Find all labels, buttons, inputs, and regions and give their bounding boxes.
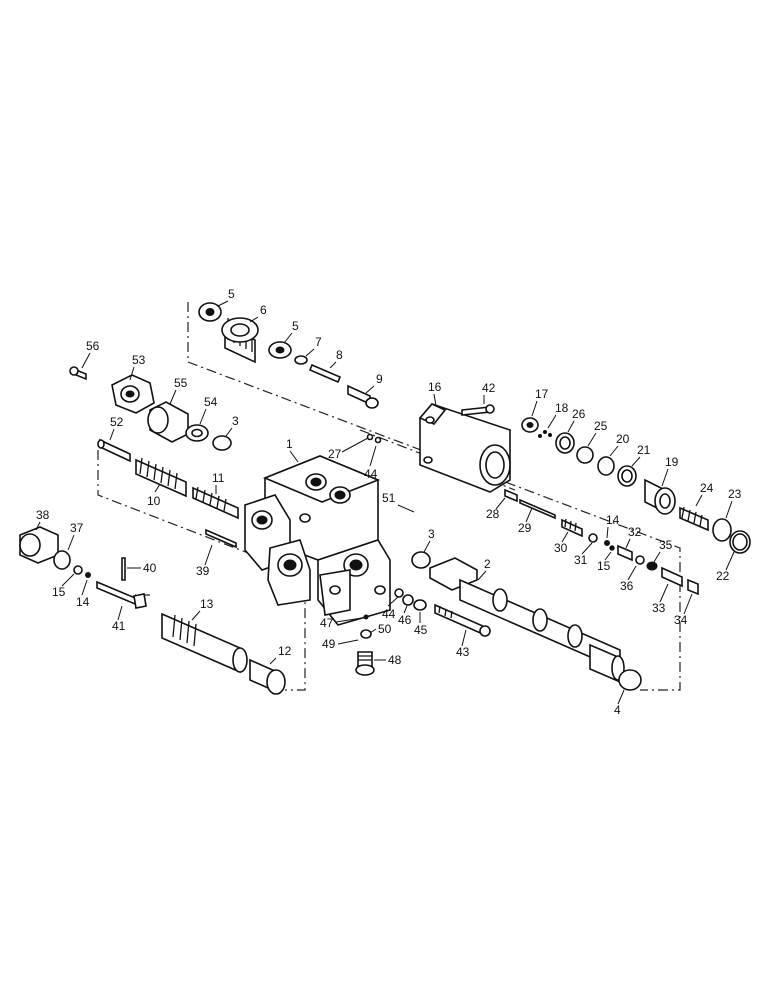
callout-18: 18 <box>555 401 569 415</box>
callout-41: 41 <box>112 619 126 633</box>
callout-16: 16 <box>428 380 442 394</box>
callout-20: 20 <box>616 432 630 446</box>
callout-8: 8 <box>336 348 343 362</box>
upper-relief-parts <box>198 302 379 409</box>
callout-22: 22 <box>716 569 730 583</box>
callout-48: 48 <box>388 653 402 667</box>
callout-14-left: 14 <box>76 595 90 609</box>
callout-52: 52 <box>110 415 124 429</box>
callout-25: 25 <box>594 419 608 433</box>
callout-53: 53 <box>132 353 146 367</box>
callout-10: 10 <box>147 494 161 508</box>
callout-15-right: 15 <box>597 559 611 573</box>
callout-9: 9 <box>376 372 383 386</box>
callout-44-lower: 44 <box>382 607 396 621</box>
callout-21: 21 <box>637 443 651 457</box>
callout-19: 19 <box>665 455 679 469</box>
callout-42: 42 <box>482 381 496 395</box>
callout-46: 46 <box>398 613 412 627</box>
callout-5-upper: 5 <box>228 287 235 301</box>
callout-2: 2 <box>484 557 491 571</box>
callout-44-upper: 44 <box>364 467 378 481</box>
callout-1: 1 <box>286 437 293 451</box>
small-balls <box>366 433 382 444</box>
lower-left-parts <box>19 526 286 695</box>
callout-7: 7 <box>315 335 322 349</box>
callout-56: 56 <box>86 339 100 353</box>
spool-2 <box>411 551 642 691</box>
callout-51: 51 <box>382 491 396 505</box>
callout-29: 29 <box>518 521 532 535</box>
spring-10 <box>135 457 187 498</box>
end-cap-16 <box>418 403 511 493</box>
callout-14-right: 14 <box>606 513 620 527</box>
callout-11: 11 <box>212 471 225 485</box>
callout-43: 43 <box>456 645 470 659</box>
callout-35: 35 <box>659 538 673 552</box>
callout-49: 49 <box>322 637 336 651</box>
callout-labels: 1 2 3 3 4 5 5 6 7 8 9 10 11 12 13 14 14 … <box>35 287 742 717</box>
valve-body <box>244 455 391 626</box>
callout-38: 38 <box>36 508 50 522</box>
small-seals <box>355 588 427 676</box>
callout-37: 37 <box>70 521 84 535</box>
callout-54: 54 <box>204 395 218 409</box>
callout-5-lower: 5 <box>292 319 299 333</box>
callout-30: 30 <box>554 541 568 555</box>
callout-3-left: 3 <box>232 414 239 428</box>
callout-32: 32 <box>628 525 642 539</box>
callout-27: 27 <box>328 447 342 461</box>
right-upper-parts <box>521 417 751 554</box>
callout-28: 28 <box>486 507 500 521</box>
callout-40: 40 <box>143 561 157 575</box>
spring-6 <box>221 317 259 364</box>
callout-17: 17 <box>535 387 549 401</box>
left-cap-parts <box>69 366 232 451</box>
callout-6: 6 <box>260 303 267 317</box>
callout-26: 26 <box>572 407 586 421</box>
callout-31: 31 <box>574 553 588 567</box>
middle-right-parts <box>504 488 699 596</box>
callout-36: 36 <box>620 579 634 593</box>
spring-11 <box>192 486 239 520</box>
callout-24: 24 <box>700 481 714 495</box>
stem-43 <box>434 603 491 637</box>
callout-33: 33 <box>652 601 666 615</box>
left-springs <box>97 438 239 549</box>
callout-39: 39 <box>196 564 210 578</box>
bolt-42 <box>461 404 495 416</box>
callout-55: 55 <box>174 376 188 390</box>
callout-3-right: 3 <box>428 527 435 541</box>
callout-47: 47 <box>320 616 334 630</box>
callout-13: 13 <box>200 597 214 611</box>
callout-23: 23 <box>728 487 742 501</box>
callout-15-left: 15 <box>52 585 66 599</box>
callout-4: 4 <box>614 703 621 717</box>
callout-34: 34 <box>674 613 688 627</box>
callout-12: 12 <box>278 644 292 658</box>
callout-45: 45 <box>414 623 428 637</box>
callout-50: 50 <box>378 622 392 636</box>
